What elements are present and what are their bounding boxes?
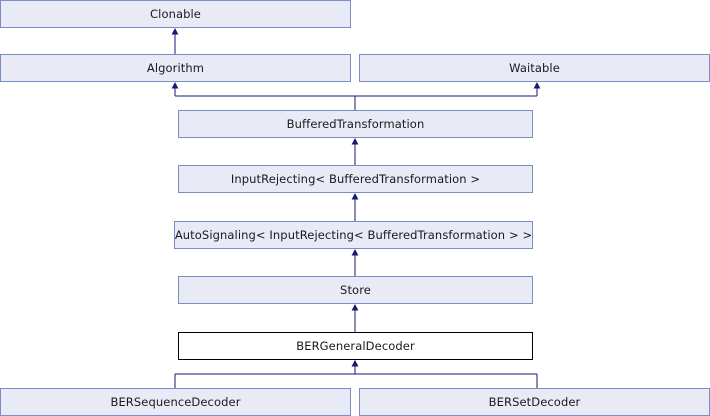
- inheritance-arrow-berset-to-bergeneral: [351, 360, 538, 388]
- class-node-inputrejecting[interactable]: InputRejecting< BufferedTransformation >: [178, 165, 533, 193]
- class-node-bersequencedecoder[interactable]: BERSequenceDecoder: [0, 388, 351, 416]
- class-node-label: Waitable: [509, 61, 560, 75]
- inheritance-arrow-autosignaling-to-inputrejecting: [351, 193, 359, 221]
- class-node-label: BERGeneralDecoder: [296, 339, 415, 353]
- class-node-bergeneraldecoder[interactable]: BERGeneralDecoder: [178, 332, 533, 360]
- inheritance-arrow-bufferedtransform-to-algorithm: [171, 82, 356, 110]
- inheritance-arrow-algorithm-to-clonable: [171, 28, 179, 54]
- class-node-algorithm[interactable]: Algorithm: [0, 54, 351, 82]
- inheritance-arrow-bufferedtransform-to-waitable: [354, 82, 541, 110]
- class-node-autosignaling[interactable]: AutoSignaling< InputRejecting< BufferedT…: [174, 221, 533, 249]
- class-node-clonable[interactable]: Clonable: [0, 0, 351, 28]
- inheritance-arrow-bergeneraldecoder-to-store: [351, 304, 359, 332]
- inheritance-arrow-store-to-autosignaling: [351, 249, 359, 276]
- class-node-label: BufferedTransformation: [286, 117, 425, 131]
- class-node-label: Store: [340, 283, 371, 297]
- class-node-label: BERSequenceDecoder: [110, 395, 241, 409]
- class-node-bersetdecoder[interactable]: BERSetDecoder: [359, 388, 710, 416]
- class-node-label: InputRejecting< BufferedTransformation >: [230, 172, 481, 186]
- class-node-label: Algorithm: [146, 61, 205, 75]
- class-node-bufferedtransform[interactable]: BufferedTransformation: [178, 110, 533, 138]
- inheritance-arrow-inputrejecting-to-buffered: [351, 138, 359, 165]
- class-node-label: BERSetDecoder: [488, 395, 581, 409]
- inheritance-arrow-bersequence-to-bergeneral: [174, 360, 359, 388]
- class-node-waitable[interactable]: Waitable: [359, 54, 710, 82]
- class-node-store[interactable]: Store: [178, 276, 533, 304]
- class-node-label: AutoSignaling< InputRejecting< BufferedT…: [174, 228, 533, 242]
- class-node-label: Clonable: [150, 7, 201, 21]
